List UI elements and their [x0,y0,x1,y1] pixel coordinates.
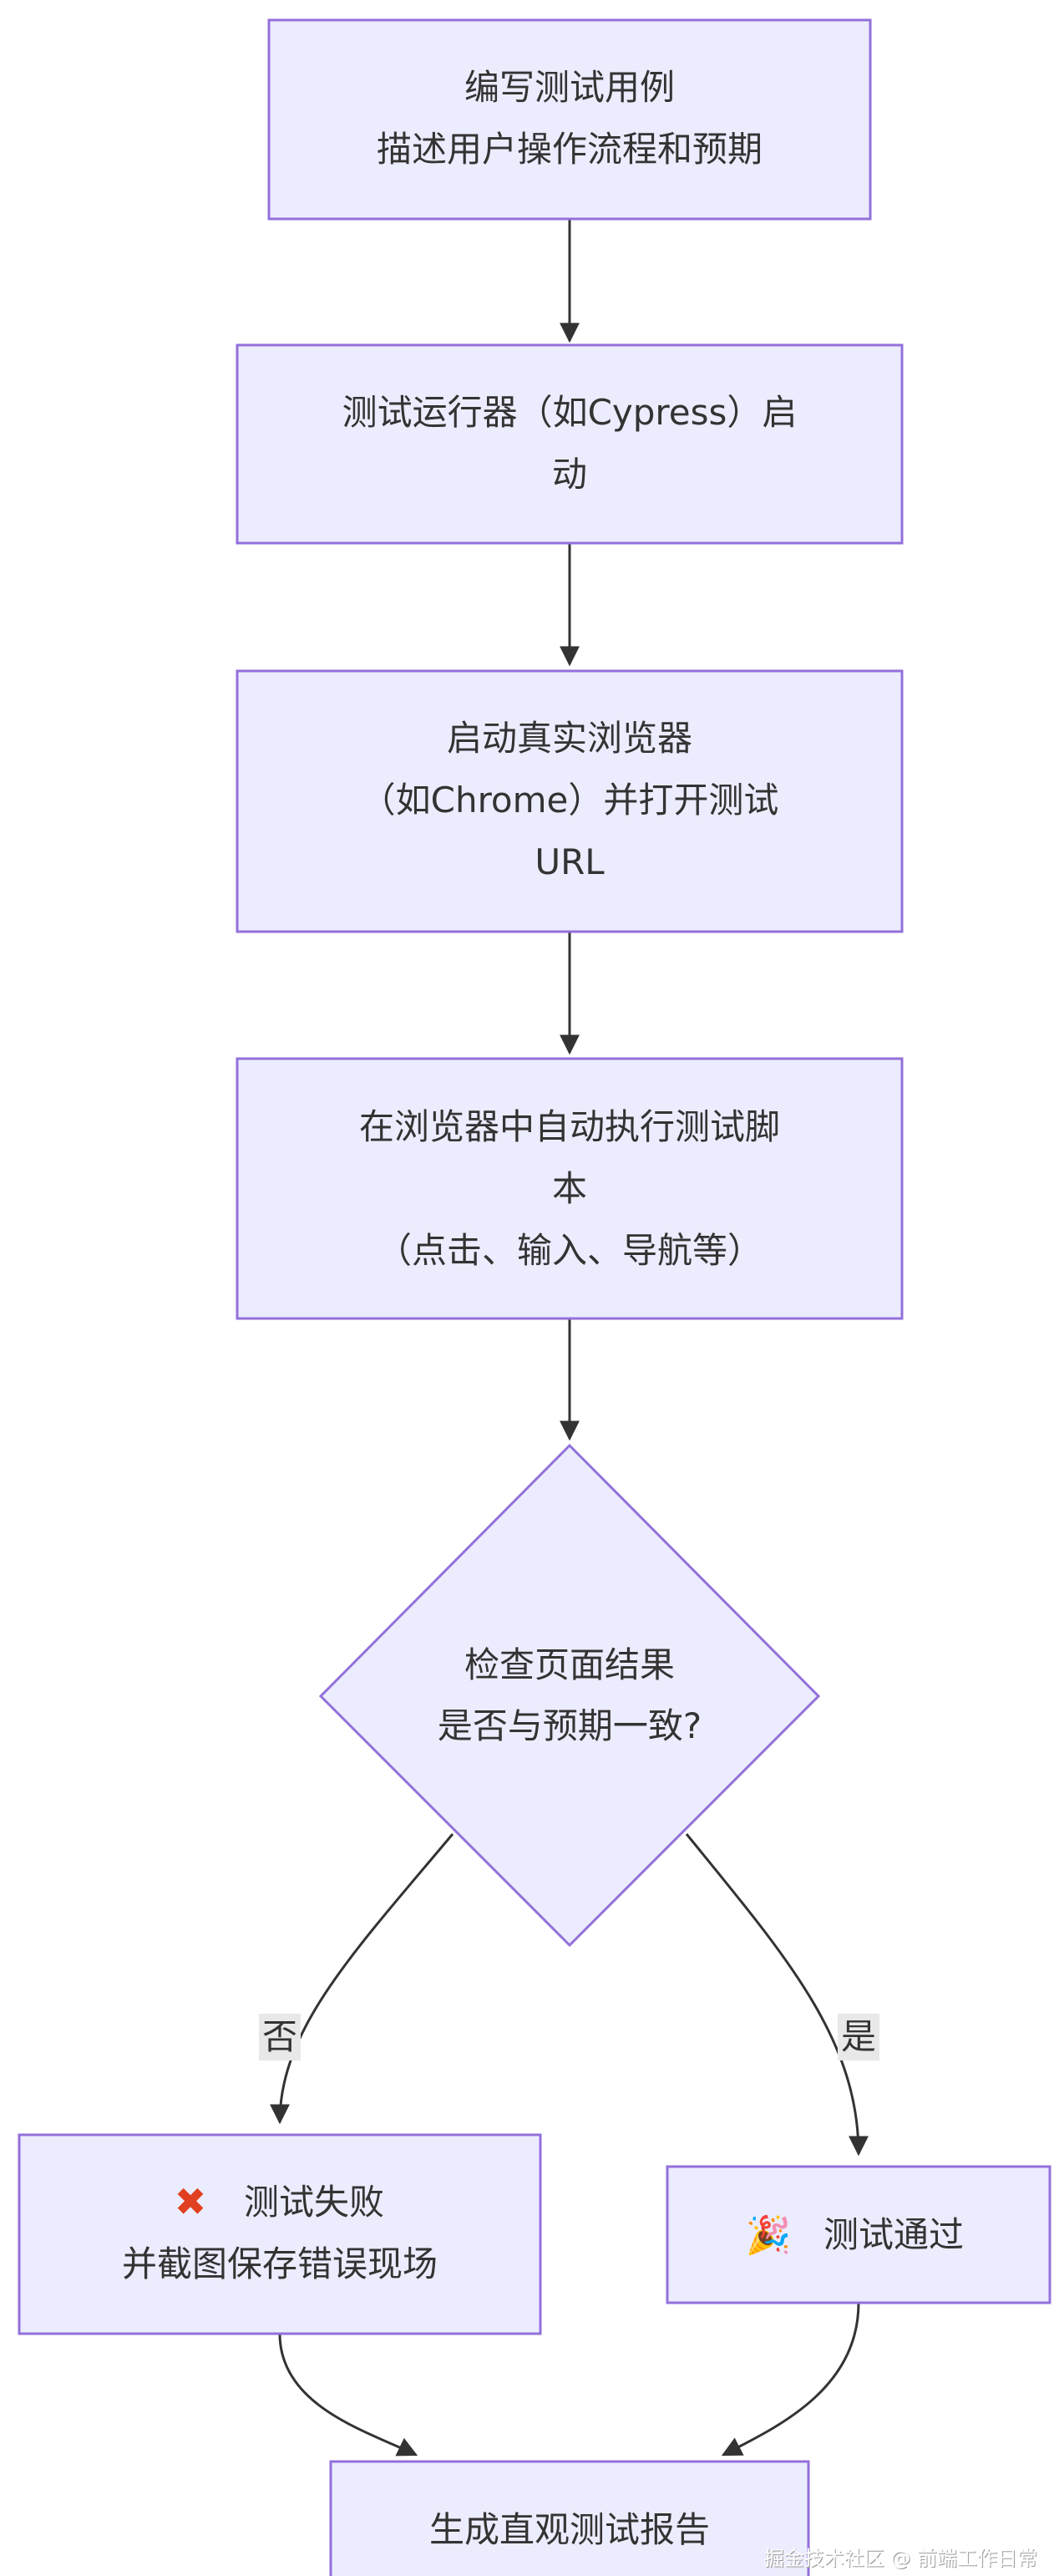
node-launch-browser: 启动真实浏览器 （如Chrome）并打开测试 URL [236,669,904,933]
node-runner-start-line-1: 测试运行器（如Cypress）启 [342,392,798,433]
node-runner-start: 测试运行器（如Cypress）启 动 [236,343,904,545]
watermark-text: 掘金技术社区 @ 前端工作日常 [764,2547,1037,2570]
node-runner-start-line-2: 动 [552,454,587,495]
node-execute-script: 在浏览器中自动执行测试脚 本 （点击、输入、导航等） [236,1057,904,1320]
svg-text:是: 是 [841,2016,876,2057]
watermark: 掘金技术社区 @ 前端工作日常 掘金技术社区 @ 前端工作日常 [764,2547,1038,2571]
cross-mark-icon: ✖ [175,2179,207,2224]
node-execute-script-line-1: 在浏览器中自动执行测试脚 [359,1106,780,1147]
node-report: 生成直观测试报告 [329,2460,810,2576]
svg-text:掘金技术社区 @ 前端工作日常: 掘金技术社区 @ 前端工作日常 [765,2548,1038,2571]
edge-label-no: 否 [259,2014,301,2060]
edge-check-to-pass [685,1833,869,2157]
edge-check-to-fail [270,1833,454,2125]
node-write-tests-line-2: 描述用户操作流程和预期 [377,129,763,170]
edge-label-yes: 是 [838,2014,879,2060]
edge-fail-to-report [278,2333,418,2457]
node-write-tests-line-1: 编写测试用例 [464,67,675,108]
edges [270,219,869,2457]
node-test-fail-line-1: 测试失败 [244,2182,384,2223]
node-test-pass-line-1: 测试通过 [823,2214,964,2255]
node-execute-script-line-3: （点击、输入、导航等） [377,1230,763,1271]
node-launch-browser-line-1: 启动真实浏览器 [447,718,692,759]
node-check-result-line-1: 检查页面结果 [464,1644,675,1685]
node-check-result-line-2: 是否与预期一致? [438,1705,702,1746]
node-launch-browser-line-2: （如Chrome）并打开测试 [361,780,779,821]
node-check-result: 检查页面结果 是否与预期一致? [318,1443,821,1948]
node-execute-script-line-2: 本 [552,1168,587,1209]
node-write-tests: 编写测试用例 描述用户操作流程和预期 [267,18,872,221]
node-test-fail-line-2: 并截图保存错误现场 [122,2243,438,2284]
edge-pass-to-report [721,2302,860,2457]
node-launch-browser-line-3: URL [535,841,605,882]
node-test-pass: 🎉 测试通过 [666,2165,1051,2304]
node-test-fail: ✖ 测试失败 并截图保存错误现场 [18,2133,542,2335]
party-popper-icon: 🎉 [746,2214,792,2257]
svg-text:否: 否 [262,2016,297,2057]
node-report-line-1: 生成直观测试报告 [429,2509,710,2550]
